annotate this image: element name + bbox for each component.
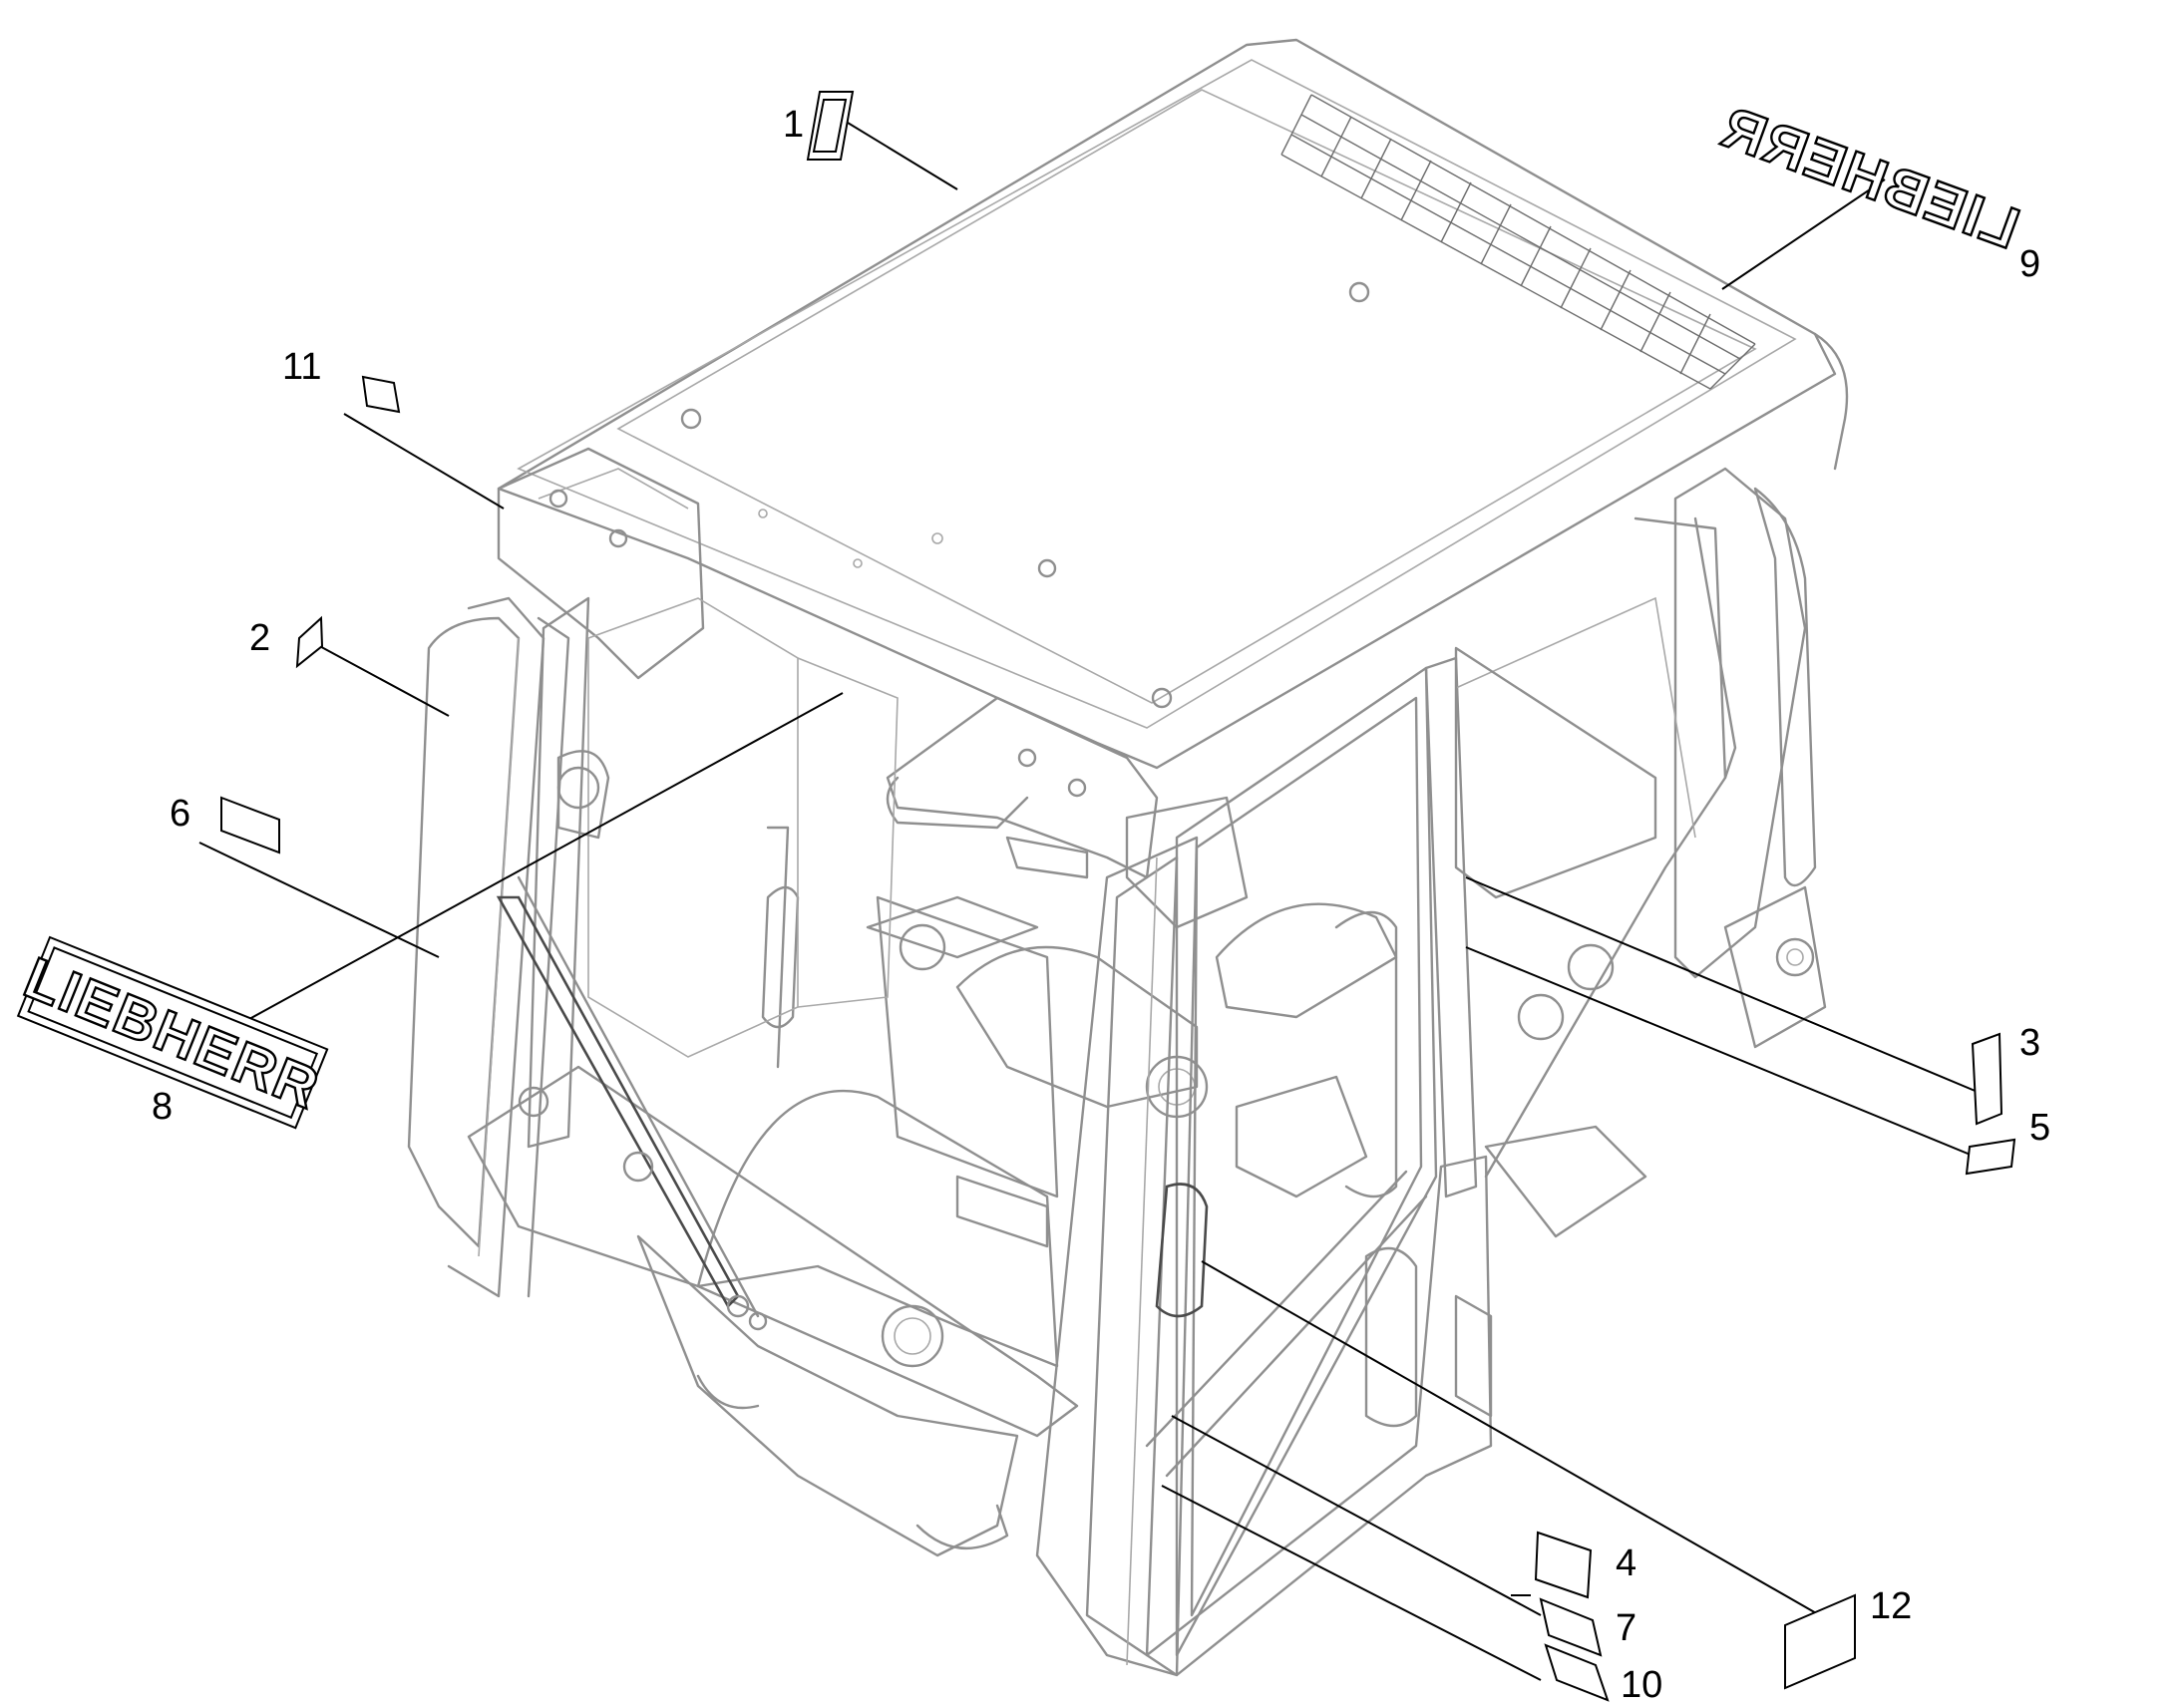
decal-3 — [1971, 1032, 2003, 1126]
decal-7 — [1539, 1597, 1603, 1657]
callout-2: 2 — [249, 617, 270, 659]
callout-8: 8 — [152, 1086, 173, 1128]
callout-9: 9 — [2019, 243, 2040, 285]
cab-lower-body — [467, 1065, 1079, 1438]
callout-7: 7 — [1616, 1607, 1636, 1649]
cab-front-left-pillar — [527, 596, 590, 1149]
callout-12: 12 — [1870, 1585, 1912, 1627]
callout-1: 1 — [783, 104, 804, 146]
operator-seat — [955, 945, 1199, 1109]
callout-10: 10 — [1621, 1664, 1662, 1706]
decal-11 — [361, 375, 401, 414]
center-console — [696, 1089, 1059, 1368]
left-mirror-bracket — [497, 447, 705, 680]
right-mirror-bracket — [886, 696, 1159, 879]
logo-text-mirrored: LIEBHERR — [1712, 94, 2027, 261]
door-handle — [1155, 1183, 1209, 1318]
leader-lines — [198, 119, 1996, 1681]
decal-10 — [1544, 1643, 1610, 1702]
decal-4 — [1534, 1531, 1593, 1599]
liebherr-logo-decal-9: LIEBHERR — [1711, 93, 2028, 262]
decal-2 — [295, 615, 324, 669]
cab-left-frame — [407, 616, 521, 1248]
callout-11: 11 — [282, 346, 321, 388]
decal-6 — [220, 796, 280, 854]
decals — [220, 91, 2016, 1702]
callout-3: 3 — [2019, 1022, 2040, 1064]
operator-cab-drawing — [407, 38, 1849, 1677]
roof-vent-grid — [1280, 94, 1756, 390]
callout-4: 4 — [1616, 1542, 1636, 1584]
callout-labels: 1 2 3 4 5 6 7 8 9 10 11 12 — [152, 104, 2050, 1706]
decal-5 — [1965, 1138, 2016, 1176]
cab-door — [1175, 666, 1438, 1657]
decal-12 — [1784, 1593, 1856, 1690]
cab-right-frame — [1673, 467, 1807, 979]
callout-6: 6 — [170, 793, 190, 835]
liebherr-logo-decal-8: LIEBHERR — [15, 935, 330, 1130]
cab-roof — [497, 38, 1837, 770]
callout-5: 5 — [2029, 1107, 2050, 1149]
